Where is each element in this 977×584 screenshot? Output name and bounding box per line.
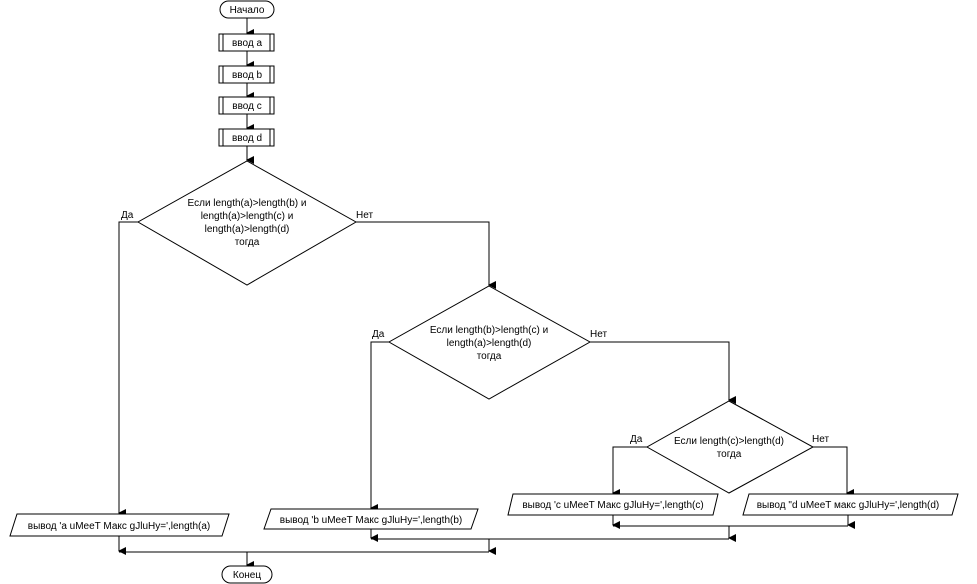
input-b-block: ввод b (218, 65, 275, 84)
connector (612, 446, 647, 497)
input-a-block: ввод a (218, 33, 275, 52)
end-label: Конец (233, 570, 261, 581)
decision-3-no-label: Нет (812, 434, 829, 445)
output-b-label: вывод 'b uMeeT Макс gJluHy=',length(b) (280, 515, 462, 526)
input-c-block: ввод c (218, 96, 275, 115)
input-a-label: ввод a (232, 38, 262, 49)
decision-1: Если length(a)>length(b) и length(a)>len… (136, 160, 358, 286)
output-d-block: вывод "d uMeeT макс gJluHy=',length(d) (742, 493, 959, 516)
end-terminator: Конец (221, 565, 273, 584)
decision-3: Если length(c)>length(d) тогда (645, 400, 815, 494)
decision-1-no-label: Нет (356, 210, 373, 221)
decision-1-yes-label: Да (121, 210, 134, 221)
decision-3-yes-label: Да (630, 434, 643, 445)
connector (370, 341, 389, 512)
output-c-label: вывод 'c uMeeT Макс gJluHy=',length(c) (522, 500, 703, 511)
start-label: Начало (230, 5, 265, 16)
decision-2: Если length(b)>length(c) и length(a)>len… (387, 285, 592, 400)
decision-1-line-3: length(a)>length(d) (205, 224, 290, 235)
output-c-block: вывод 'c uMeeT Макс gJluHy=',length(c) (507, 493, 719, 516)
decision-3-line-2: тогда (717, 449, 742, 460)
output-d-label: вывод "d uMeeT макс gJluHy=',length(d) (757, 500, 940, 511)
input-c-label: ввод c (232, 101, 261, 112)
decision-2-line-3: тогда (477, 351, 502, 362)
decision-1-line-1: Если length(a)>length(b) и (188, 198, 307, 209)
output-a-block: вывод 'a uMeeT Макс gJluHy=',length(a) (9, 513, 230, 537)
connector (590, 341, 736, 404)
decision-1-line-4: тогда (235, 237, 260, 248)
decision-1-line-2: length(a)>length(c) и (201, 211, 294, 222)
decision-2-line-2: length(a)>length(d) (447, 338, 532, 349)
decision-2-no-label: Нет (590, 329, 607, 340)
decision-2-yes-label: Да (372, 329, 385, 340)
start-terminator: Начало (219, 0, 275, 19)
input-d-label: ввод d (232, 133, 262, 144)
decision-3-line-1: Если length(c)>length(d) (674, 436, 784, 447)
input-b-label: ввод b (232, 70, 262, 81)
input-d-block: ввод d (218, 128, 275, 147)
connector (813, 446, 854, 497)
output-b-block: вывод 'b uMeeT Макс gJluHy=',length(b) (263, 508, 479, 530)
output-a-label: вывод 'a uMeeT Макс gJluHy=',length(a) (28, 521, 210, 532)
connector (118, 221, 138, 517)
connector (356, 221, 496, 289)
decision-2-line-1: Если length(b)>length(c) и (430, 325, 548, 336)
